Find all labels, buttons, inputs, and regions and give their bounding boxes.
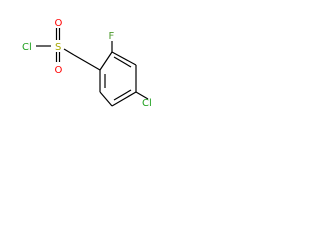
bond-ch2-c1 — [73, 54, 101, 71]
bonds — [36, 28, 149, 107]
ring-bond-c4-c5 — [111, 91, 137, 107]
atom-oxygen-top: O — [55, 18, 63, 29]
bond-c4-cl — [135, 91, 149, 100]
molecule-drawing: Cl S O O F Cl — [22, 18, 152, 109]
bond-s-ch2 — [63, 48, 75, 56]
atom-cl-ring: Cl — [142, 98, 152, 109]
atom-cl-sulfonyl: Cl — [22, 42, 32, 53]
ring-double-c4-c5 — [113, 89, 132, 101]
atom-labels: Cl S O O F Cl — [22, 18, 152, 109]
ring-bond-c1-c2 — [99, 51, 113, 71]
ring-bond-c2-c3 — [111, 51, 137, 66]
structure-diagram: Cl S O O F Cl — [0, 0, 164, 137]
atom-oxygen-bottom: O — [55, 65, 63, 76]
atom-sulfur: S — [55, 42, 61, 53]
ring-double-c2-c3 — [113, 56, 132, 68]
atom-fluorine: F — [109, 31, 115, 42]
ring-bond-c5-c6 — [99, 91, 113, 107]
